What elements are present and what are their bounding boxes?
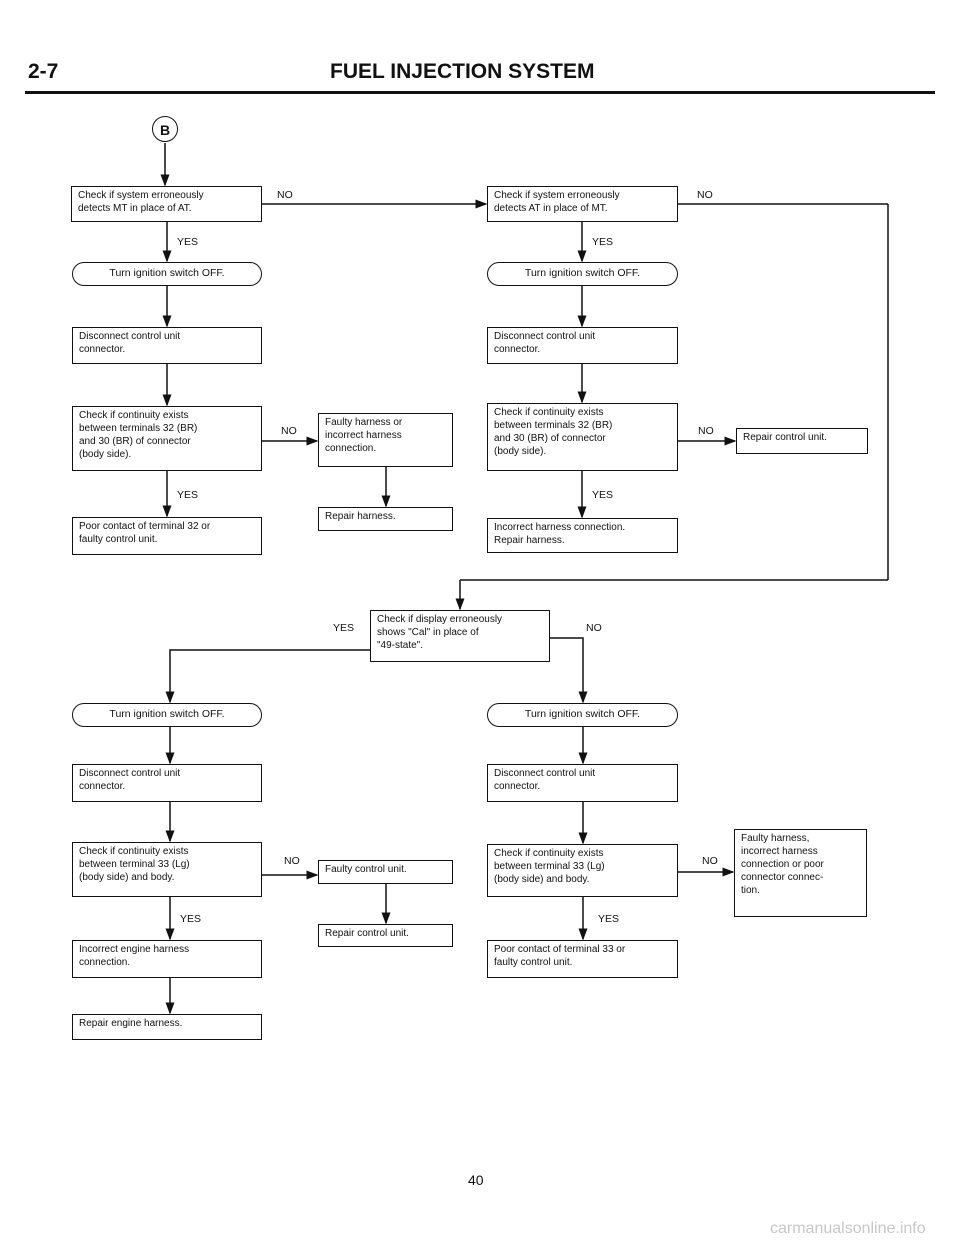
yes-label: YES [598,913,620,925]
turn-ignition-off-step: Turn ignition switch OFF. [72,262,262,286]
disconnect-connector-box: Disconnect control unit connector. [487,764,678,802]
poor-contact-33-box: Poor contact of terminal 33 or faulty co… [487,940,678,978]
continuity-33-check-box: Check if continuity exists between termi… [72,842,262,897]
poor-contact-32-box: Poor contact of terminal 32 or faulty co… [72,517,262,555]
continuity-check-box: Check if continuity exists between termi… [72,406,262,471]
faulty-harness-box: Faulty harness or incorrect harness conn… [318,413,453,467]
disconnect-connector-box: Disconnect control unit connector. [72,764,262,802]
faulty-control-unit-box: Faulty control unit. [318,860,453,884]
repair-engine-harness-box: Repair engine harness. [72,1014,262,1040]
incorrect-engine-harness-box: Incorrect engine harness connection. [72,940,262,978]
yes-label: YES [333,622,355,634]
continuity-check-box: Check if continuity exists between termi… [487,403,678,471]
continuity-33-check-box: Check if continuity exists between termi… [487,844,678,897]
yes-label: YES [592,236,614,248]
no-label: NO [586,622,602,634]
turn-ignition-off-step: Turn ignition switch OFF. [72,703,262,727]
turn-ignition-off-step: Turn ignition switch OFF. [487,262,678,286]
no-label: NO [277,189,293,201]
yes-label: YES [177,489,199,501]
no-label: NO [702,855,718,867]
check-mt-box: Check if system erroneously detects MT i… [71,186,262,222]
repair-control-unit-box: Repair control unit. [736,428,868,454]
check-at-box: Check if system erroneously detects AT i… [487,186,678,222]
repair-control-unit-box: Repair control unit. [318,924,453,947]
disconnect-connector-box: Disconnect control unit connector. [72,327,262,364]
disconnect-connector-box: Disconnect control unit connector. [487,327,678,364]
repair-harness-box: Repair harness. [318,507,453,531]
no-label: NO [698,425,714,437]
no-label: NO [281,425,297,437]
yes-label: YES [177,236,199,248]
page-number: 40 [468,1172,484,1188]
yes-label: YES [180,913,202,925]
display-check-box: Check if display erroneously shows "Cal"… [370,610,550,662]
faulty-harness-box: Faulty harness, incorrect harness connec… [734,829,867,917]
turn-ignition-off-step: Turn ignition switch OFF. [487,703,678,727]
header-rule [25,91,935,94]
incorrect-harness-box: Incorrect harness connection. Repair har… [487,518,678,553]
watermark: carmanualsonline.info [770,1220,926,1237]
page-title: FUEL INJECTION SYSTEM [330,60,595,83]
no-label: NO [284,855,300,867]
no-label: NO [697,189,713,201]
connector-b: B [152,116,178,142]
section-number: 2-7 [28,60,59,83]
yes-label: YES [592,489,614,501]
